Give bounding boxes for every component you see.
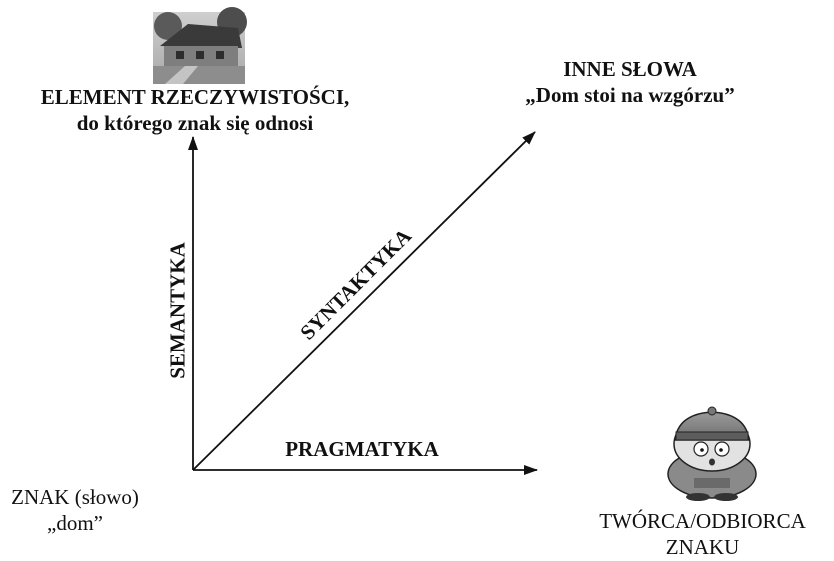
other-words-example: „Dom stoi na wzgórzu”: [525, 83, 735, 108]
user-title: TWÓRCA/ODBIORCA: [599, 509, 806, 533]
reality-element-subtitle: do którego znak się odnosi: [76, 111, 314, 136]
house-photo: [153, 7, 247, 84]
syntactics-arrow: [192, 131, 536, 471]
user-subtitle: ZNAKU: [665, 535, 740, 560]
sign-example: „dom”: [47, 511, 103, 536]
sign-title: ZNAK (słowo): [11, 485, 139, 509]
pragmatics-axis-label: PRAGMATYKA: [285, 437, 439, 461]
other-words-label: INNE SŁOWA „Dom stoi na wzgórzu”: [500, 56, 760, 109]
user-label: TWÓRCA/ODBIORCA ZNAKU: [575, 508, 830, 561]
cartoon-character: [667, 406, 757, 501]
reality-element-title: ELEMENT RZECZYWISTOŚCI,: [40, 85, 350, 109]
reality-element-label: ELEMENT RZECZYWISTOŚCI, do którego znak …: [0, 84, 390, 137]
sign-label: ZNAK (słowo) „dom”: [0, 484, 150, 537]
semantics-axis-label: SEMANTYKA: [165, 242, 190, 379]
other-words-title: INNE SŁOWA: [563, 57, 697, 81]
